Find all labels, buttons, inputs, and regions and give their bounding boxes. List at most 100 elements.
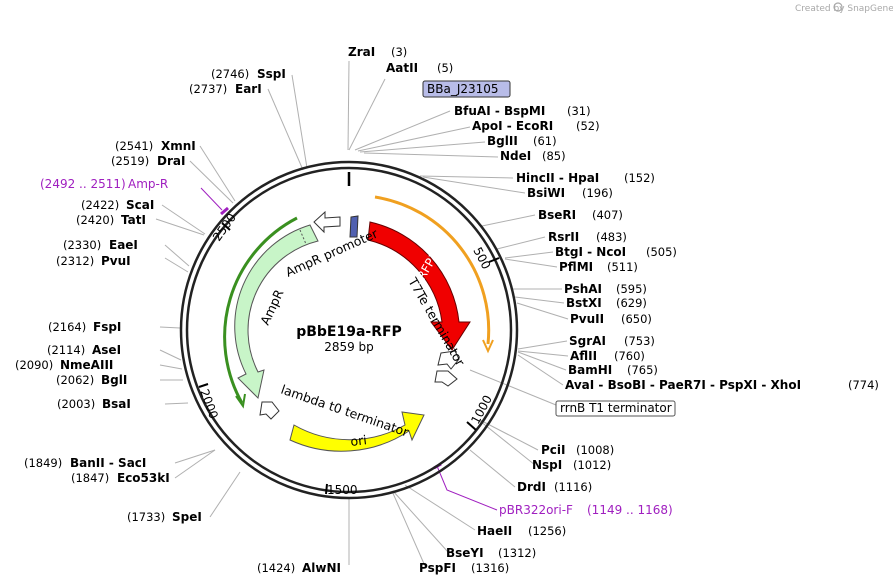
- snapgene-credit: Created by SnapGene: [795, 4, 893, 14]
- site-pos: (650): [621, 312, 652, 326]
- site-name: BglI: [101, 373, 127, 387]
- site-name: AlwNI: [302, 561, 341, 575]
- site-name: AseI: [92, 343, 121, 357]
- site-name: Eco53kI: [117, 471, 170, 485]
- rrnb-label: rrnB T1 terminator: [560, 401, 672, 415]
- site-name: BtgI - NcoI: [555, 245, 626, 259]
- snapgene-logo-icon: [833, 2, 843, 12]
- site-name: TatI: [121, 213, 146, 227]
- t7te-terminator-shape: [437, 350, 460, 370]
- ori-primer-name: pBR322ori-F: [499, 503, 573, 517]
- site-pos: (2003): [57, 397, 95, 411]
- site-pos: (2312): [56, 254, 94, 268]
- site-name: BsaI: [102, 397, 131, 411]
- site-pos: (483): [596, 230, 627, 244]
- ampr-highlight-arc: [223, 216, 298, 404]
- site-pos: (2062): [56, 373, 94, 387]
- bba-j23105-feature: [349, 215, 359, 238]
- site-pos: (1424): [257, 561, 295, 575]
- site-name: BsiWI: [527, 186, 565, 200]
- rrnb-terminator-shape: [434, 370, 458, 387]
- site-pos: (753): [624, 334, 655, 348]
- site-name: PshAI: [564, 282, 602, 296]
- amp-r-primer-leader: [200, 187, 223, 211]
- site-name: EarI: [235, 82, 262, 96]
- site-pos: (629): [616, 296, 647, 310]
- backbone-inner-ring: [185, 166, 513, 494]
- site-name: BstXI: [566, 296, 602, 310]
- site-name: ScaI: [126, 198, 154, 212]
- site-pos: (152): [624, 171, 655, 185]
- site-name: NspI: [532, 458, 562, 472]
- ori-label: ori: [350, 432, 368, 449]
- site-pos: (3): [391, 45, 407, 59]
- site-pos: (2164): [48, 320, 86, 334]
- site-pos: (85): [542, 149, 566, 163]
- mrfp1-arrow: [367, 221, 471, 351]
- bba-j23105-label: BBa_J23105: [427, 82, 499, 96]
- site-name: EaeI: [109, 238, 138, 252]
- site-name: RsrII: [548, 230, 579, 244]
- scale-ticks: [198, 222, 500, 495]
- site-name: ZraI: [348, 45, 375, 59]
- site-name: NmeAIII: [60, 358, 113, 372]
- lambda-terminator-shape: [259, 401, 280, 420]
- site-pos: (52): [576, 119, 600, 133]
- site-pos: (2746): [211, 67, 249, 81]
- backbone-outer-ring: [179, 160, 519, 500]
- site-name: SgrAI: [569, 334, 606, 348]
- site-pos: (196): [582, 186, 613, 200]
- site-name: HincII - HpaI: [516, 171, 599, 185]
- site-pos: (1316): [471, 561, 509, 575]
- amp-r-primer-range: (2492 .. 2511): [40, 177, 126, 191]
- site-pos: (595): [616, 282, 647, 296]
- site-pos: (1733): [127, 510, 165, 524]
- site-name: AatII: [386, 61, 418, 75]
- tick-label-1500: 1500: [327, 483, 358, 497]
- leader-lines: [155, 60, 569, 567]
- site-pos: (1849): [24, 456, 62, 470]
- site-name: PciI: [541, 443, 566, 457]
- rrnb-box: [555, 400, 676, 417]
- site-pos: (2519): [111, 154, 149, 168]
- site-name: XmnI: [161, 139, 196, 153]
- amp-r-primer-name: Amp-R: [128, 177, 168, 191]
- ampr-arrow: [234, 224, 319, 400]
- site-pos: (774): [848, 378, 879, 392]
- site-labels-left: (1424) AlwNI (1733) SpeI (1849) BanII - …: [15, 67, 341, 575]
- site-pos: (2422): [81, 198, 119, 212]
- site-name: NdeI: [500, 149, 531, 163]
- site-pos: (1008): [576, 443, 614, 457]
- ori-arrow: [289, 411, 425, 452]
- site-name: AvaI - BsoBI - PaeR7I - PspXI - XhoI: [565, 378, 801, 392]
- site-name: BseYI: [446, 546, 484, 560]
- plasmid-name: pBbE19a-RFP: [296, 324, 402, 340]
- site-pos: (511): [607, 260, 638, 274]
- ampr-promoter-arrow: [313, 210, 341, 234]
- site-pos: (1312): [498, 546, 536, 560]
- site-name: PspFI: [419, 561, 456, 575]
- site-name: HaeII: [477, 524, 512, 538]
- site-name: ApoI - EcoRI: [472, 119, 553, 133]
- site-pos: (760): [614, 349, 645, 363]
- site-name: BfuAI - BspMI: [454, 104, 545, 118]
- site-name: AflII: [570, 349, 597, 363]
- site-pos: (1847): [71, 471, 109, 485]
- site-pos: (2737): [189, 82, 227, 96]
- site-pos: (2330): [63, 238, 101, 252]
- site-name: BamHI: [568, 363, 612, 377]
- site-name: SspI: [257, 67, 286, 81]
- site-name: BanII - SacI: [70, 456, 146, 470]
- site-name: DraI: [157, 154, 185, 168]
- mrfp1-highlight-arc: [374, 195, 491, 345]
- bba-j23105-box: [422, 80, 511, 98]
- ori-primer-leader: [436, 465, 498, 511]
- site-name: DrdI: [517, 480, 546, 494]
- site-pos: (1116): [554, 480, 592, 494]
- plasmid-size: 2859 bp: [324, 340, 374, 354]
- site-name: BglII: [487, 134, 518, 148]
- site-pos: (505): [646, 245, 677, 259]
- site-pos: (765): [627, 363, 658, 377]
- site-pos: (2114): [47, 343, 85, 357]
